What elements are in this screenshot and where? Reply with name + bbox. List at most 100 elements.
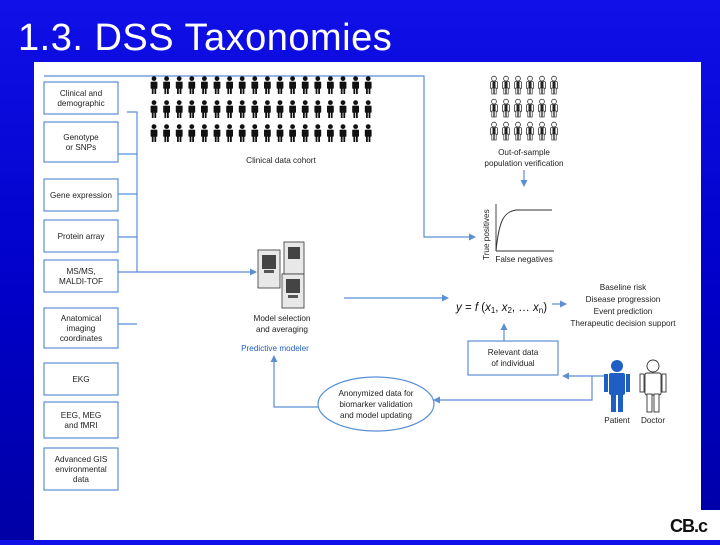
oos-person-icon: [490, 98, 498, 118]
cohort-person-icon: [201, 124, 208, 142]
cohort-person-icon: [301, 124, 309, 142]
oos-person-icon: [526, 98, 534, 118]
cohort-person-icon: [301, 76, 309, 94]
oos-person-icon: [550, 98, 558, 118]
source-label: environmental: [55, 465, 107, 474]
anonymized-line-2: biomarker validation: [339, 400, 413, 409]
roc-ylabel: True positives: [482, 209, 491, 260]
source-label: Gene expression: [50, 191, 112, 200]
source-label: imaging: [67, 324, 96, 333]
source-box-5: MS/MS,MALDI-TOF: [43, 259, 119, 293]
source-label: Anatomical: [61, 314, 102, 323]
anonymized-line-3: and model updating: [340, 411, 412, 420]
cohort-person-icon: [213, 100, 221, 118]
cohort-person-icon: [163, 76, 170, 94]
source-label: Genotype: [63, 133, 99, 142]
cohort-person-icon: [314, 100, 322, 118]
cohort-person-icon: [150, 124, 158, 142]
logo-text: CB.c: [670, 516, 708, 536]
source-box-4: Protein array: [43, 219, 119, 253]
source-label: EKG: [72, 375, 89, 384]
oos-person-icon: [526, 75, 534, 95]
source-label: Clinical and: [60, 89, 103, 98]
corner-logo: CB.c: [666, 510, 720, 540]
cohort-person-icon: [364, 124, 372, 142]
cohort-person-icon: [175, 76, 183, 94]
cohort-person-icon: [226, 76, 233, 94]
cohort-person-icon: [339, 124, 347, 142]
anonymized-line-1: Anonymized data for: [338, 389, 413, 398]
roc-curve: [495, 209, 552, 252]
cohort-person-icon: [276, 124, 284, 142]
cohort-person-icon: [289, 124, 296, 142]
oos-person-icon: [538, 98, 546, 118]
source-box-3: Gene expression: [43, 178, 119, 212]
source-label: coordinates: [60, 334, 102, 343]
cohort-person-icon: [364, 100, 372, 118]
output-therapeutic-decision-support: Therapeutic decision support: [570, 319, 676, 328]
cohort-person-icon: [163, 100, 170, 118]
cohort-person-icon: [364, 76, 372, 94]
oos-person-icon: [514, 121, 522, 141]
relevant-data-line-2: of individual: [491, 359, 534, 368]
cohort-person-icon: [213, 76, 221, 94]
cohort-person-icon: [264, 124, 271, 142]
cohort-person-icon: [213, 124, 221, 142]
oos-person-icon: [502, 98, 510, 118]
top-feed-line: [44, 75, 476, 241]
source-label: Advanced GIS: [55, 455, 108, 464]
cohort-label: Clinical data cohort: [246, 156, 316, 165]
source-box-7: EKG: [43, 362, 119, 396]
cohort-person-icon: [264, 76, 271, 94]
oos-person-icon: [514, 75, 522, 95]
oos-person-icon: [538, 121, 546, 141]
oos-label-line-1: Out-of-sample: [498, 148, 550, 157]
cohort-person-icon: [352, 100, 359, 118]
cohort-person-icon: [251, 124, 259, 142]
patient-to-anonymized-line: [433, 376, 593, 404]
source-trunk-line: [127, 111, 138, 272]
cohort-person-icon: [289, 76, 296, 94]
source-label: data: [73, 475, 89, 484]
model-formula: y = f (x1, x2, … xn): [455, 302, 547, 315]
oos-population-figures: [490, 75, 558, 141]
source-label: or SNPs: [66, 143, 96, 152]
oos-person-icon: [550, 121, 558, 141]
patient-label: Patient: [604, 416, 630, 425]
cohort-person-icon: [314, 124, 322, 142]
cohort-person-icon: [150, 100, 158, 118]
source-label: EEG, MEG: [61, 411, 102, 420]
cohort-person-icon: [339, 76, 347, 94]
oos-person-icon: [490, 121, 498, 141]
roc-xlabel: False negatives: [495, 255, 552, 264]
anonymized-data-ellipse: [317, 376, 435, 432]
cohort-person-icon: [339, 100, 347, 118]
output-disease-progression: Disease progression: [586, 295, 661, 304]
source-label: MS/MS,: [66, 267, 95, 276]
anonymized-to-modeler-line: [270, 355, 318, 408]
predictive-modeler-label: Predictive modeler: [241, 344, 309, 353]
cohort-person-icon: [238, 76, 246, 94]
cohort-person-icon: [352, 76, 359, 94]
relevant-data-box: [467, 340, 559, 376]
doctor-label: Doctor: [641, 416, 665, 425]
slide-title: 1.3. DSS Taxonomies: [18, 17, 393, 59]
oos-person-icon: [526, 121, 534, 141]
doctor-icon: [639, 359, 667, 413]
connectors: [44, 75, 604, 408]
cohort-person-icon: [251, 100, 259, 118]
cohort-person-icon: [163, 124, 170, 142]
output-baseline-risk: Baseline risk: [600, 283, 647, 292]
cohort-person-icon: [276, 76, 284, 94]
roc-curve-chart: True positives False negatives: [482, 204, 554, 264]
cohort-person-icon: [226, 124, 233, 142]
cohort-person-icon: [327, 76, 334, 94]
cohort-person-icon: [201, 76, 208, 94]
oos-person-icon: [514, 98, 522, 118]
